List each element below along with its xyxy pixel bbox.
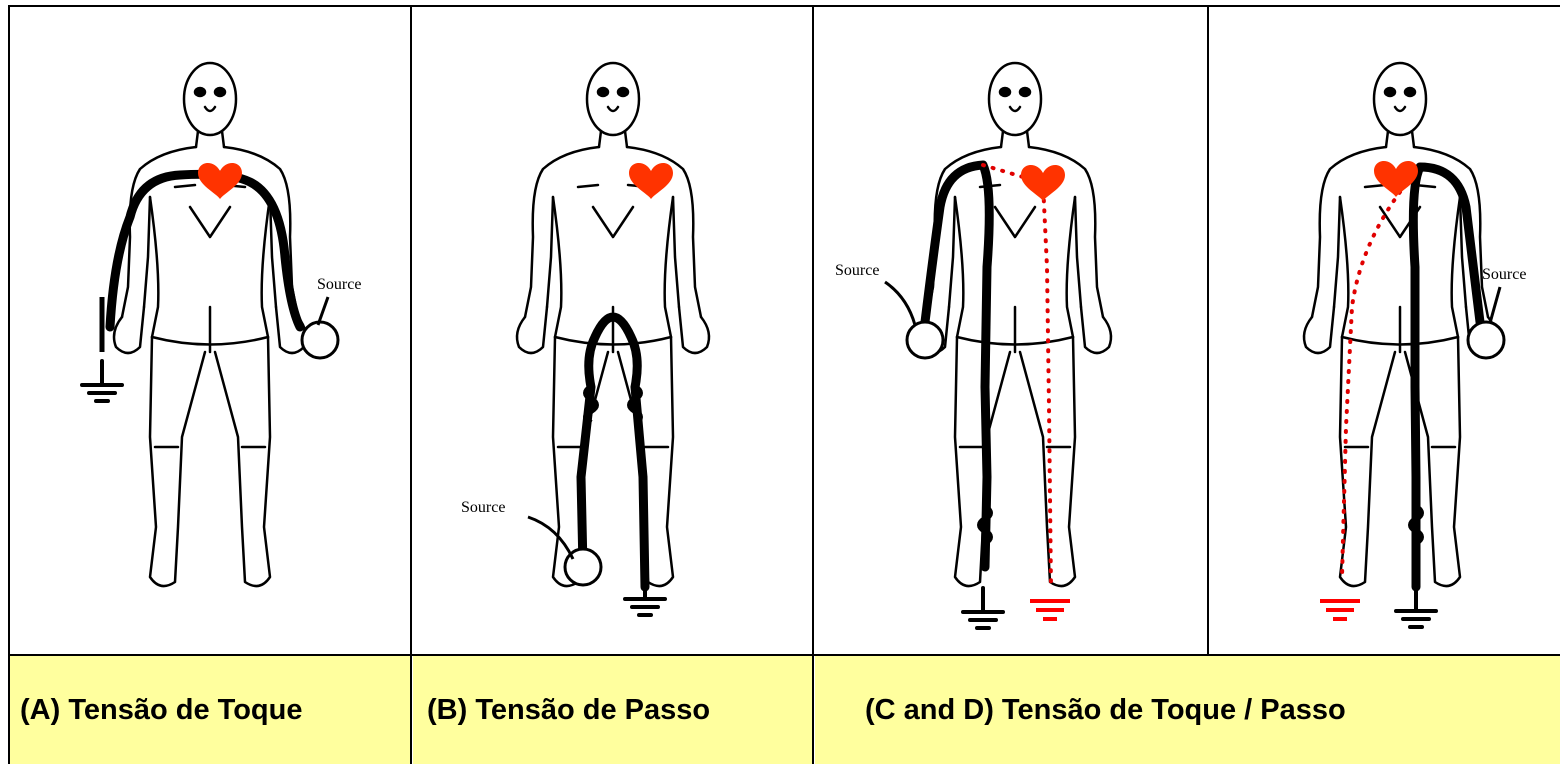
source-label: Source xyxy=(461,499,505,516)
caption-cd-text: (C and D) Tensão de Toque / Passo xyxy=(865,694,1346,727)
top-border xyxy=(8,5,1560,7)
heart-icon xyxy=(198,163,242,199)
human-figure xyxy=(1304,63,1496,586)
source-sphere-icon xyxy=(302,322,338,358)
ground-symbol-red-icon xyxy=(1030,601,1070,619)
source-sphere-icon xyxy=(907,322,943,358)
current-path xyxy=(581,317,645,587)
source-label: Source xyxy=(317,276,361,293)
heart-icon xyxy=(1021,165,1065,201)
ground-symbol-icon xyxy=(1396,587,1436,627)
divider-cd xyxy=(1207,5,1209,655)
caption-a: (A) Tensão de Toque xyxy=(10,656,410,764)
panel-b-step-voltage: Source xyxy=(413,7,813,655)
divider-bc xyxy=(812,5,814,764)
source-sphere-icon xyxy=(1468,322,1504,358)
diagram-frame: Source Source xyxy=(8,7,1560,764)
caption-divider xyxy=(8,654,1560,656)
current-path xyxy=(1413,167,1480,587)
divider-ab xyxy=(410,5,412,764)
caption-b-text: (B) Tensão de Passo xyxy=(427,694,710,727)
human-figure xyxy=(919,63,1111,586)
panel-a-touch-voltage: Source xyxy=(10,7,410,655)
caption-cd: (C and D) Tensão de Toque / Passo xyxy=(815,656,1560,764)
dotted-current-path xyxy=(1342,192,1400,577)
caption-b: (B) Tensão de Passo xyxy=(413,656,813,764)
human-figure xyxy=(517,63,709,586)
ground-symbol-icon xyxy=(963,588,1003,628)
panel-c-touch-step-voltage: Source xyxy=(815,7,1207,655)
human-figure xyxy=(114,63,306,586)
source-label: Source xyxy=(835,262,879,279)
ground-symbol-icon xyxy=(625,575,665,615)
ground-symbol-red-icon xyxy=(1320,601,1360,619)
heart-icon xyxy=(629,163,673,199)
ground-symbol-icon xyxy=(82,361,122,401)
panel-d-touch-step-voltage: Source xyxy=(1210,7,1560,655)
caption-a-text: (A) Tensão de Toque xyxy=(20,694,302,727)
left-border xyxy=(8,5,10,764)
source-label: Source xyxy=(1482,266,1526,283)
